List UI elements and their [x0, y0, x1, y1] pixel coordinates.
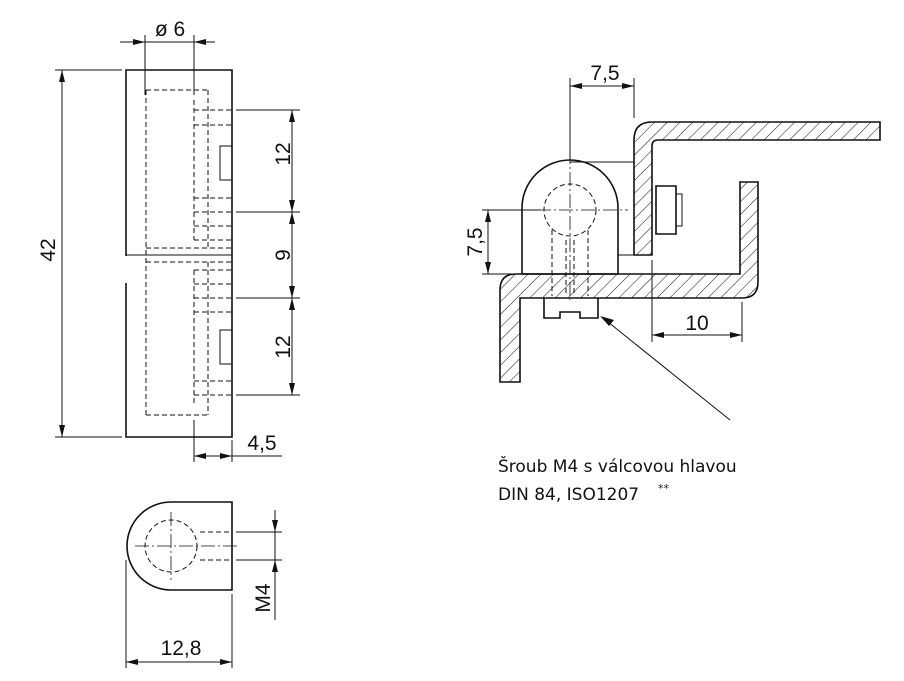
side-screw: [655, 185, 677, 235]
hinge-knuckle: [521, 159, 619, 275]
front-view: ø 6 42 12 9 12 4,5: [37, 18, 300, 462]
dim-flange: 10: [685, 312, 708, 335]
dim-thread: M4: [252, 583, 275, 612]
top-view-outline: [126, 501, 233, 591]
lower-bracket-section: [499, 181, 759, 383]
hidden-bore: [145, 89, 208, 416]
dim-pin-height: 7,5: [464, 227, 487, 256]
section-view: 7,5 7,5 10: [464, 62, 881, 421]
bottom-screw-head: [543, 298, 599, 319]
note-line-2: DIN 84, ISO1207: [498, 485, 639, 505]
screw-head-upper: [219, 145, 233, 181]
dim-offset: 4,5: [247, 432, 276, 455]
note-footnote-mark: **: [658, 482, 670, 495]
note-line-1: Šroub M4 s válcovou hlavou: [498, 455, 737, 477]
dim-upper-section: 12: [272, 142, 295, 165]
dim-width: 12,8: [161, 637, 202, 660]
hinge-body-outline: [125, 69, 233, 438]
screw-head-lower: [219, 329, 233, 365]
dim-middle-gap: 9: [272, 249, 295, 261]
dim-height: 42: [37, 238, 60, 261]
leader-line: [607, 321, 731, 421]
dim-pin-offset: 7,5: [590, 62, 619, 85]
upper-panel-section: [633, 121, 881, 256]
dim-lower-section: 12: [272, 335, 295, 358]
top-view: M4 12,8: [125, 501, 282, 668]
dim-diameter: ø 6: [155, 18, 185, 41]
